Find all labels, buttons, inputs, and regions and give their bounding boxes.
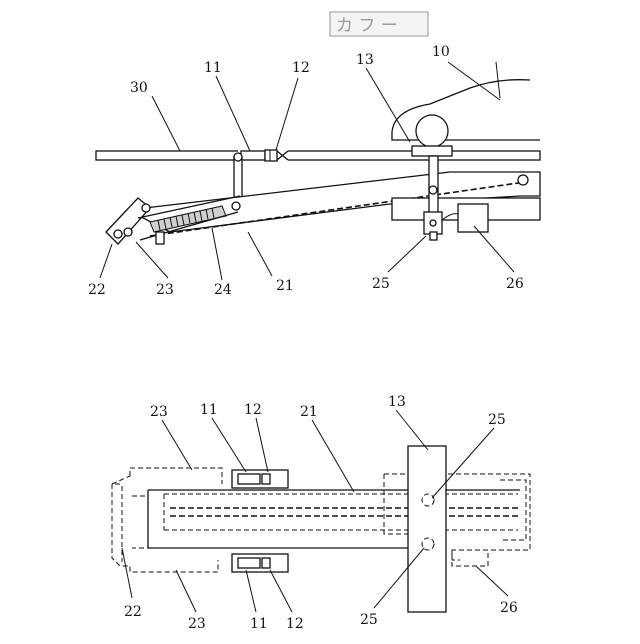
label-25: 25 (372, 276, 390, 292)
arm-21-rails (148, 490, 520, 548)
label-24: 24 (214, 282, 232, 298)
stamp-text: カ フ ー (336, 16, 398, 36)
label-11: 11 (204, 60, 222, 76)
label-11-top: 11 (200, 402, 218, 418)
label-21: 21 (276, 278, 294, 294)
label-12: 12 (292, 60, 310, 76)
wheel-13 (416, 115, 448, 147)
label-13: 13 (356, 52, 374, 68)
label-22: 22 (88, 282, 106, 298)
label-12-bottom: 12 (286, 616, 304, 632)
inner-channel (164, 494, 518, 530)
leader-lines-bottom (122, 410, 508, 612)
label-25-top: 25 (488, 412, 506, 428)
label-23: 23 (156, 282, 174, 298)
body-10 (392, 80, 530, 132)
connector-11 (241, 151, 265, 160)
label-23-top: 23 (150, 404, 168, 420)
label-30: 30 (130, 80, 148, 96)
right-frame (384, 474, 530, 566)
plate-13 (408, 446, 446, 612)
label-21: 21 (300, 404, 318, 420)
connector-12 (265, 150, 277, 161)
bracket-22-outline (112, 484, 218, 572)
label-10: 10 (432, 44, 450, 60)
plan-view-figure: 23 11 12 21 13 25 22 23 11 12 25 26 (112, 394, 530, 632)
label-13: 13 (388, 394, 406, 410)
bracket-23-upper (130, 468, 222, 484)
label-26: 26 (500, 600, 518, 616)
side-view-figure: 10 11 12 13 30 22 23 24 21 25 26 (88, 44, 540, 298)
label-25-bottom: 25 (360, 612, 378, 628)
label-12-top: 12 (244, 402, 262, 418)
beam-30 (96, 151, 540, 160)
controller-26 (458, 204, 488, 232)
label-11-bottom: 11 (250, 616, 268, 632)
label-22: 22 (124, 604, 142, 620)
katakana-stamp: カ フ ー (330, 12, 428, 36)
label-23-bottom: 23 (188, 616, 206, 632)
leader-lines-top (100, 60, 514, 280)
label-26: 26 (506, 276, 524, 292)
